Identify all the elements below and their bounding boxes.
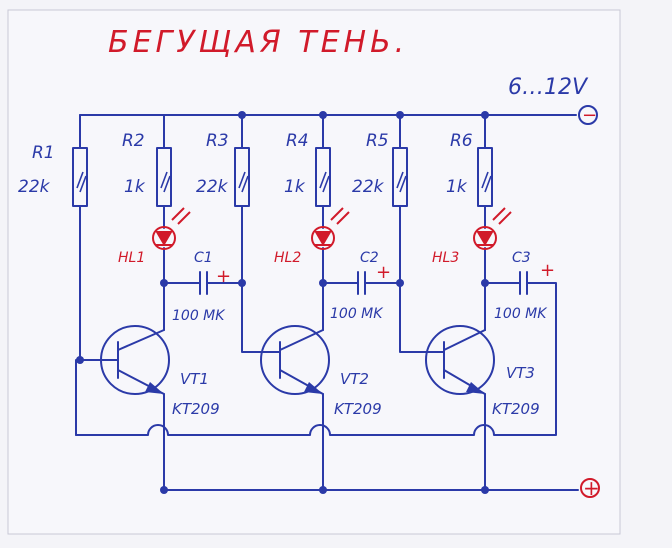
capacitor-c2-value: 100 MK <box>330 306 384 322</box>
resistor-r1-value: 22k <box>18 177 51 197</box>
led-hl2-ref: HL2 <box>274 250 301 266</box>
led-hl1 <box>152 207 191 250</box>
negative-terminal-sign: − <box>582 105 597 126</box>
positive-terminal-sign: + <box>583 476 600 500</box>
led-hl3 <box>473 207 512 250</box>
transistor-vt3 <box>425 325 495 395</box>
resistor-r6-value: 1k <box>446 177 468 197</box>
resistor-r1-ref: R1 <box>32 143 55 163</box>
resistor-r4 <box>315 147 331 207</box>
led-hl3-ref: HL3 <box>432 250 459 266</box>
negative-terminal <box>578 105 598 125</box>
resistor-r6 <box>477 147 493 207</box>
resistor-r5-value: 22k <box>352 177 385 197</box>
resistor-r2-value: 1k <box>124 177 146 197</box>
capacitor-c1-polarity: + <box>216 266 231 287</box>
resistor-r5-ref: R5 <box>366 131 389 151</box>
capacitor-c2-polarity: + <box>376 262 391 283</box>
resistor-r3-value: 22k <box>196 177 229 197</box>
capacitor-c3-ref: C3 <box>512 250 531 266</box>
transistor-vt1-type: KT209 <box>172 400 220 418</box>
capacitor-c3-polarity: + <box>540 260 555 281</box>
resistor-r4-ref: R4 <box>286 131 309 151</box>
led-hl2 <box>311 207 350 250</box>
transistor-vt3-type: KT209 <box>492 400 540 418</box>
transistor-vt2-type: KT209 <box>334 400 382 418</box>
resistor-r3-ref: R3 <box>206 131 229 151</box>
positive-terminal <box>580 478 600 498</box>
resistor-r3 <box>234 147 250 207</box>
led-hl1-ref: HL1 <box>118 250 145 266</box>
capacitor-c3-value: 100 MK <box>494 306 548 322</box>
resistor-r6-ref: R6 <box>450 131 473 151</box>
resistor-r1 <box>72 147 88 207</box>
capacitor-c2-ref: C2 <box>360 250 379 266</box>
resistor-r2-ref: R2 <box>122 131 145 151</box>
transistor-vt2 <box>260 325 330 395</box>
diagram-title: БЕГУЩАЯ ТЕНЬ. <box>108 25 408 60</box>
resistor-r2 <box>156 147 172 207</box>
transistor-vt3-ref: VT3 <box>506 364 535 382</box>
capacitor-c1-value: 100 MK <box>172 308 226 324</box>
resistor-r5 <box>392 147 408 207</box>
supply-voltage-label: 6…12V <box>508 75 589 100</box>
capacitor-c1-ref: C1 <box>194 250 213 266</box>
resistor-r4-value: 1k <box>284 177 306 197</box>
transistor-vt1-ref: VT1 <box>180 370 209 388</box>
transistor-vt2-ref: VT2 <box>340 370 369 388</box>
